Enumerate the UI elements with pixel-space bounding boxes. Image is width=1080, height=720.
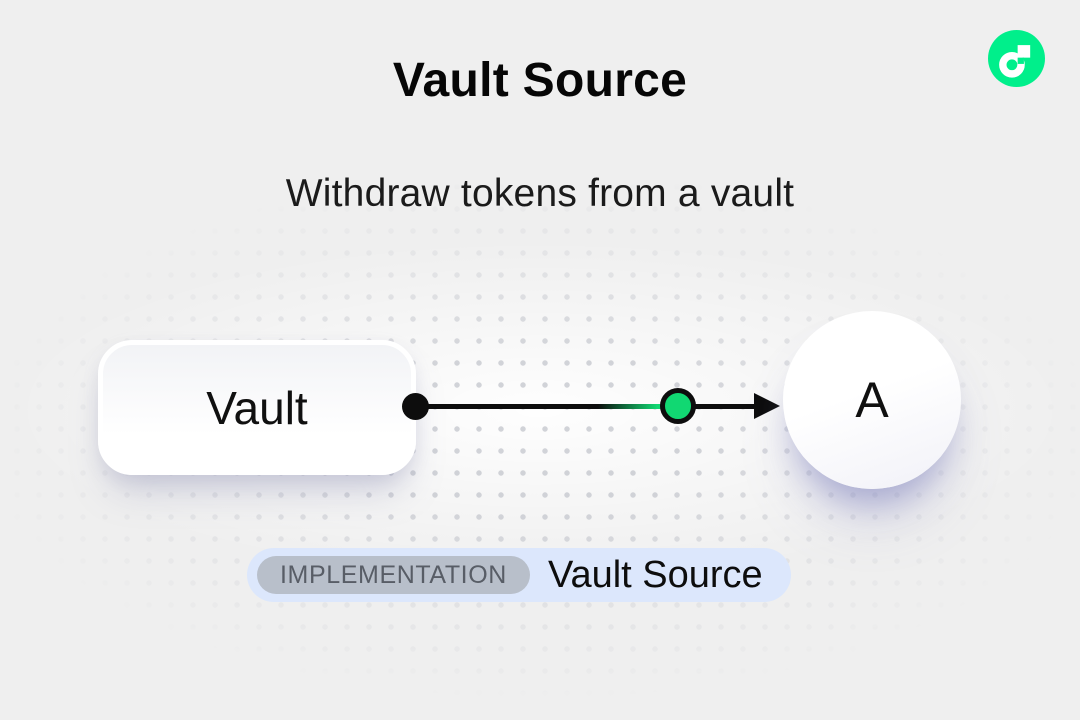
- implementation-badge: IMPLEMENTATION Vault Source: [247, 548, 791, 602]
- badge-category-pill: IMPLEMENTATION: [257, 556, 530, 594]
- page-subtitle: Withdraw tokens from a vault: [285, 172, 795, 215]
- edge-line: [415, 404, 760, 409]
- account-node: A: [783, 311, 961, 489]
- vault-node: Vault: [98, 340, 416, 475]
- edge-start-dot: [402, 393, 429, 420]
- edge-green-fade: [598, 404, 662, 409]
- account-node-label: A: [855, 372, 889, 428]
- arrowhead-icon: [754, 393, 780, 419]
- vault-node-label: Vault: [206, 381, 308, 434]
- flow-logo-icon: [988, 30, 1045, 87]
- token-node-icon: [660, 388, 696, 424]
- badge-label: Vault Source: [547, 553, 763, 596]
- page-title: Vault Source: [392, 54, 688, 107]
